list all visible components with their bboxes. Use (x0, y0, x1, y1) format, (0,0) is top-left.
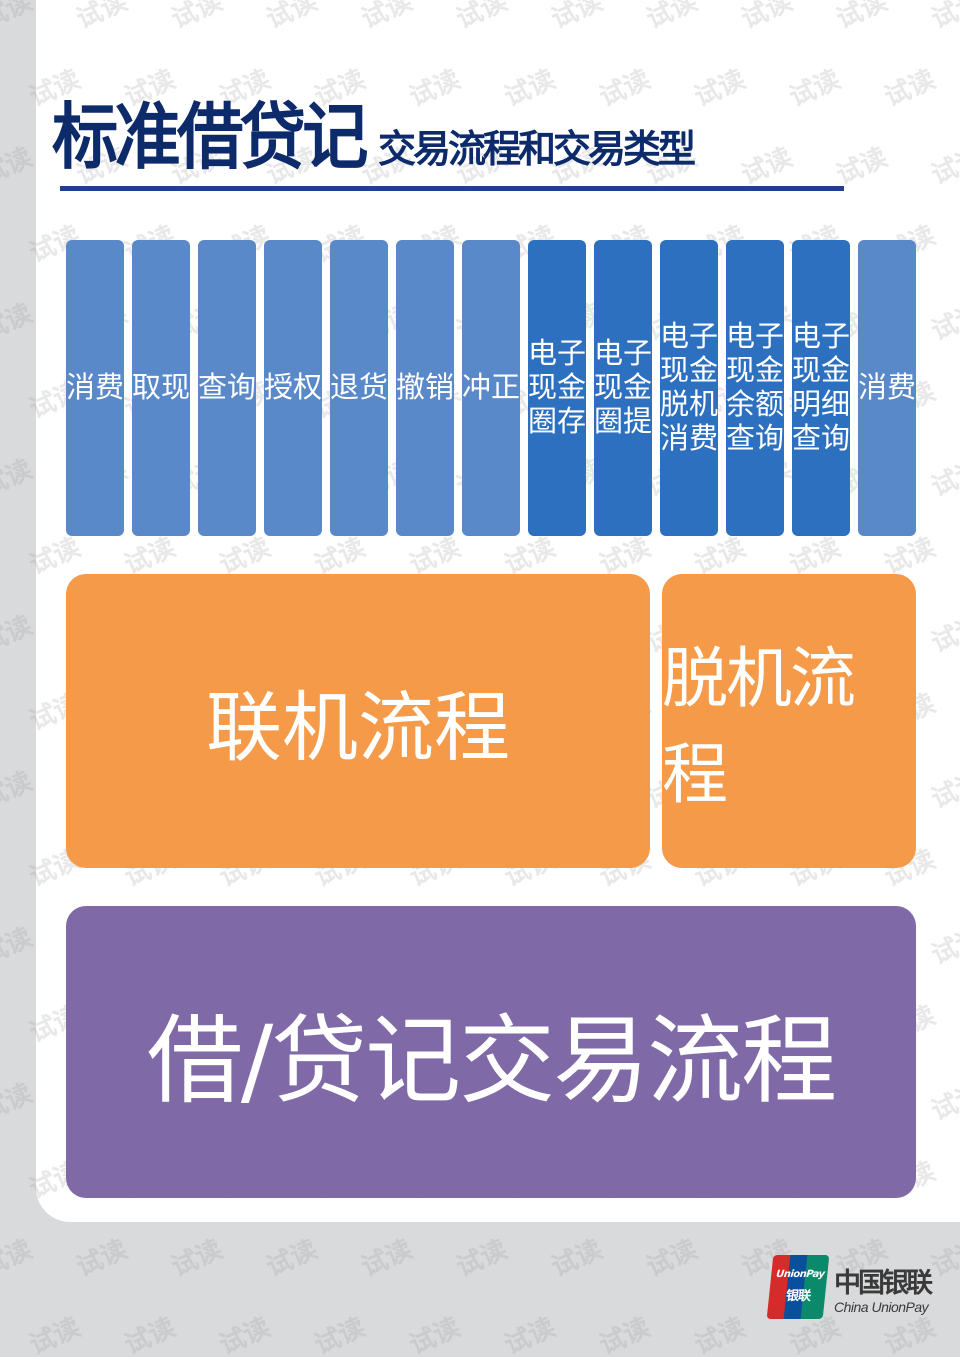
transaction-type-line: 电子 (792, 319, 851, 354)
title-sub: 交易流程和交易类型 (378, 127, 696, 171)
transaction-type-label: 撤销 (396, 370, 455, 405)
transaction-type-line: 圈提 (594, 403, 653, 438)
logo-name-cn: 中国银联 (834, 1268, 933, 1299)
watermark-text: 试读 (0, 922, 37, 972)
transaction-type-line: 取现 (132, 370, 191, 405)
unionpay-card-icon: UnionPay 银联 (766, 1255, 830, 1319)
transaction-types-row: 消费取现查询授权退货撤销冲正电子现金圈存电子现金圈提电子现金脱机消费电子现金余额… (66, 240, 916, 536)
transaction-type-line: 脱机 (660, 387, 719, 421)
transaction-type-line: 明细 (792, 387, 851, 421)
transaction-type-label: 消费 (66, 370, 125, 405)
transaction-type-line: 现金 (528, 370, 587, 405)
page-title: 标准借贷记交易流程和交易类型 (52, 78, 696, 188)
watermark-text: 试读 (215, 1312, 275, 1357)
watermark-text: 试读 (120, 1312, 180, 1357)
logo-card-text-cn: 银联 (785, 1289, 811, 1304)
watermark-text: 试读 (927, 1234, 960, 1284)
transaction-type-label: 取现 (132, 370, 191, 405)
watermark-text: 试读 (72, 1234, 132, 1284)
transaction-type-line: 现金 (594, 370, 653, 405)
transaction-type-line: 电子 (594, 336, 653, 371)
transaction-type-line: 现金 (792, 353, 851, 388)
transaction-type-box: 消费 (858, 240, 916, 536)
watermark-text: 试读 (452, 1234, 512, 1284)
transaction-type-box: 取现 (132, 240, 190, 536)
transaction-type-line: 消费 (66, 370, 125, 405)
transaction-type-line: 授权 (264, 370, 323, 405)
watermark-text: 试读 (690, 1312, 750, 1357)
watermark-text: 试读 (0, 298, 37, 348)
transaction-type-box: 电子现金圈存 (528, 240, 586, 536)
transaction-type-line: 查询 (198, 370, 257, 405)
transaction-type-label: 电子现金脱机消费 (660, 319, 719, 456)
transaction-type-box: 冲正 (462, 240, 520, 536)
transaction-type-line: 电子 (528, 336, 587, 371)
debit-credit-flow-block: 借/贷记交易流程 (66, 906, 916, 1198)
watermark-text: 试读 (595, 1312, 655, 1357)
watermark-text: 试读 (547, 1234, 607, 1284)
title-main: 标准借贷记 (52, 95, 368, 179)
watermark-text: 试读 (0, 610, 37, 660)
watermark-text: 试读 (25, 1312, 85, 1357)
transaction-type-box: 查询 (198, 240, 256, 536)
transaction-type-line: 退货 (330, 370, 389, 405)
transaction-type-box: 退货 (330, 240, 388, 536)
watermark-text: 试读 (310, 1312, 370, 1357)
offline-flow-block: 脱机流程 (662, 574, 916, 868)
transaction-type-label: 电子现金明细查询 (792, 319, 851, 456)
online-flow-block: 联机流程 (66, 574, 650, 868)
transaction-type-label: 电子现金余额查询 (726, 319, 785, 456)
transaction-type-line: 电子 (660, 319, 719, 354)
transaction-type-line: 冲正 (462, 370, 521, 405)
transaction-type-line: 现金 (660, 353, 719, 388)
transaction-type-line: 查询 (726, 420, 785, 455)
watermark-text: 试读 (500, 1312, 560, 1357)
watermark-text: 试读 (642, 1234, 702, 1284)
transaction-type-label: 电子现金圈提 (594, 336, 653, 439)
transaction-type-line: 余额 (726, 387, 785, 421)
debit-credit-flow-label: 借/贷记交易流程 (146, 1004, 837, 1117)
unionpay-logo: UnionPay 银联 中国银联 China UnionPay (766, 1255, 933, 1325)
logo-name-en: China UnionPay (834, 1299, 929, 1315)
transaction-type-line: 消费 (858, 370, 917, 405)
offline-flow-label: 脱机流程 (662, 640, 856, 813)
online-flow-label: 联机流程 (206, 683, 510, 772)
watermark-text: 试读 (405, 1312, 465, 1357)
transaction-type-line: 现金 (726, 353, 785, 388)
transaction-type-box: 授权 (264, 240, 322, 536)
transaction-type-line: 撤销 (396, 370, 455, 405)
watermark-text: 试读 (262, 1234, 322, 1284)
watermark-text: 试读 (0, 766, 37, 816)
transaction-type-label: 电子现金圈存 (528, 336, 587, 439)
logo-card-text-en: UnionPay (775, 1269, 826, 1280)
transaction-type-box: 消费 (66, 240, 124, 536)
watermark-text: 试读 (0, 142, 37, 192)
watermark-text: 试读 (0, 0, 37, 36)
watermark-text: 试读 (0, 454, 37, 504)
watermark-text: 试读 (167, 1234, 227, 1284)
transaction-type-box: 电子现金圈提 (594, 240, 652, 536)
watermark-text: 试读 (0, 1078, 37, 1128)
transaction-type-line: 圈存 (528, 403, 587, 438)
transaction-type-label: 查询 (198, 370, 257, 405)
watermark-text: 试读 (357, 1234, 417, 1284)
transaction-type-label: 冲正 (462, 370, 521, 405)
transaction-type-line: 电子 (726, 319, 785, 354)
transaction-type-label: 消费 (858, 370, 917, 405)
transaction-type-box: 电子现金余额查询 (726, 240, 784, 536)
transaction-type-line: 查询 (792, 420, 851, 455)
transaction-type-label: 授权 (264, 370, 323, 405)
transaction-type-label: 退货 (330, 370, 389, 405)
watermark-text: 试读 (0, 1234, 37, 1284)
title-underline (60, 186, 844, 191)
transaction-type-box: 电子现金明细查询 (792, 240, 850, 536)
transaction-type-line: 消费 (660, 420, 719, 455)
transaction-type-box: 撤销 (396, 240, 454, 536)
transaction-type-box: 电子现金脱机消费 (660, 240, 718, 536)
